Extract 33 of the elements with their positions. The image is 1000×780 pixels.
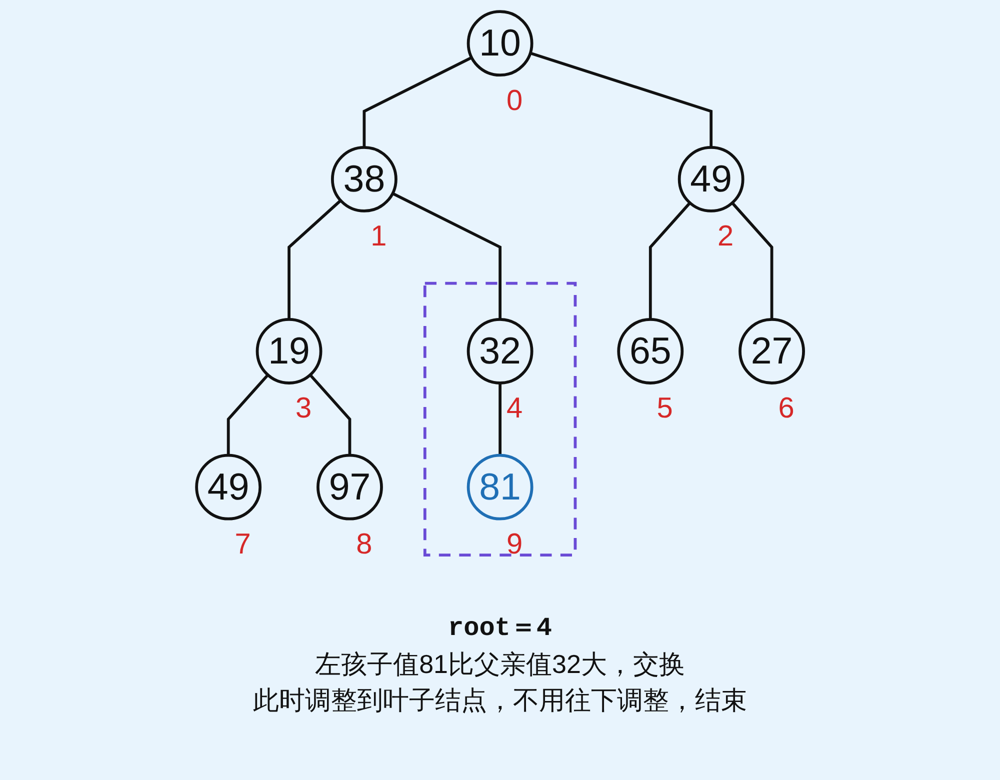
index-number: 5	[656, 392, 673, 425]
tree-node-circle: 81	[466, 454, 534, 520]
index-number: 1	[370, 220, 387, 253]
tree-node-circle: 49	[678, 146, 744, 212]
connector	[226, 374, 269, 456]
connector	[731, 202, 774, 320]
root-index-label: root＝4	[446, 612, 553, 645]
note-text: 此时调整到叶子结点，不用往下调整，结束	[253, 684, 747, 717]
index-number: 0	[506, 84, 522, 117]
index-number: 7	[234, 528, 251, 561]
connector	[648, 202, 691, 320]
connector	[288, 199, 342, 320]
connector	[362, 56, 472, 148]
index-number: 8	[356, 528, 372, 561]
connector	[530, 52, 712, 148]
index-number: 3	[295, 392, 312, 425]
index-number: 4	[506, 392, 522, 425]
index-number: 2	[717, 220, 734, 253]
index-number: 6	[778, 392, 794, 425]
connector	[392, 192, 502, 320]
tree-node-circle: 10	[466, 10, 534, 77]
connector	[309, 374, 352, 456]
tree-node-circle: 27	[738, 318, 805, 384]
tree-node-circle: 65	[617, 318, 684, 384]
tree-node-circle: 38	[330, 146, 398, 212]
connector	[498, 383, 502, 456]
note-text: 左孩子值81比父亲值32大，交换	[314, 648, 686, 681]
index-number: 9	[506, 528, 522, 561]
cluster	[423, 282, 577, 556]
tree-node-circle: 97	[316, 454, 383, 520]
tree-node-circle: 32	[466, 318, 534, 384]
tree-node-circle: 49	[195, 454, 262, 520]
tree-node-circle: 19	[256, 318, 322, 384]
